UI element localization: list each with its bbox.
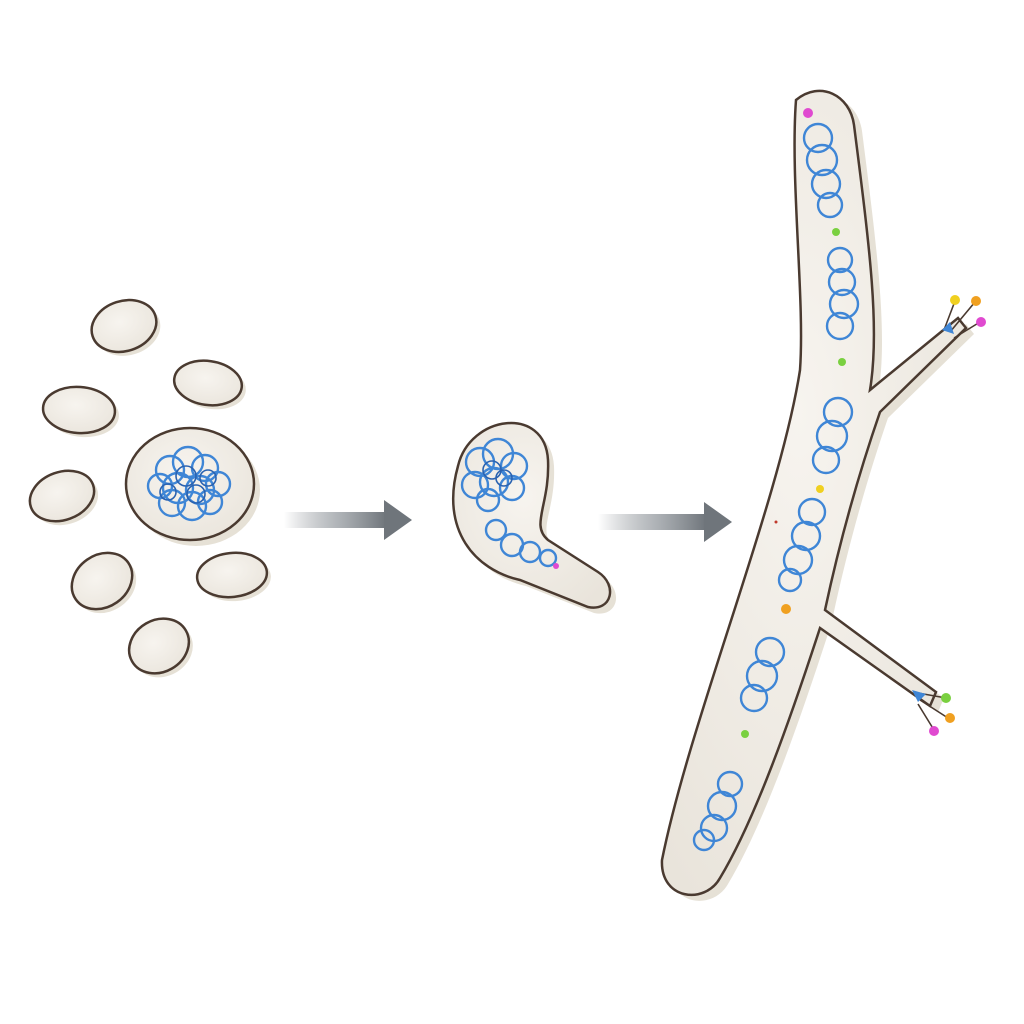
marker-dot	[838, 358, 846, 366]
transition-arrow-2	[598, 502, 732, 542]
marker-dot	[941, 693, 951, 703]
marker-dot	[781, 604, 791, 614]
marker-dot	[816, 485, 824, 493]
marker-dot	[832, 228, 840, 236]
peripheral-spore	[41, 385, 119, 438]
hypha	[660, 89, 986, 901]
peripheral-spore	[195, 551, 271, 602]
marker-dot	[929, 726, 939, 736]
marker-dot	[950, 295, 960, 305]
spore-cluster	[28, 298, 271, 678]
peripheral-spore	[28, 469, 99, 526]
coiled-dna	[460, 437, 559, 569]
central-spore	[124, 426, 260, 546]
peripheral-spore	[172, 359, 246, 410]
marker-dot	[803, 108, 813, 118]
branch-tip-upper	[942, 295, 986, 339]
peripheral-spore	[127, 617, 193, 678]
peripheral-spore	[70, 551, 137, 614]
marker-dot	[971, 296, 981, 306]
marker-dot	[553, 563, 559, 569]
peripheral-spore	[90, 298, 161, 356]
coiled-dna	[146, 445, 232, 522]
marker-dot	[976, 317, 986, 327]
marker-dot	[945, 713, 955, 723]
dna-chain	[692, 122, 860, 852]
branch-tip-lower	[912, 690, 955, 736]
germinating-spore	[452, 421, 617, 614]
transition-arrow-1	[284, 500, 412, 540]
marker-dot	[741, 730, 749, 738]
marker-dot	[774, 520, 778, 524]
marker-dots	[741, 108, 846, 738]
